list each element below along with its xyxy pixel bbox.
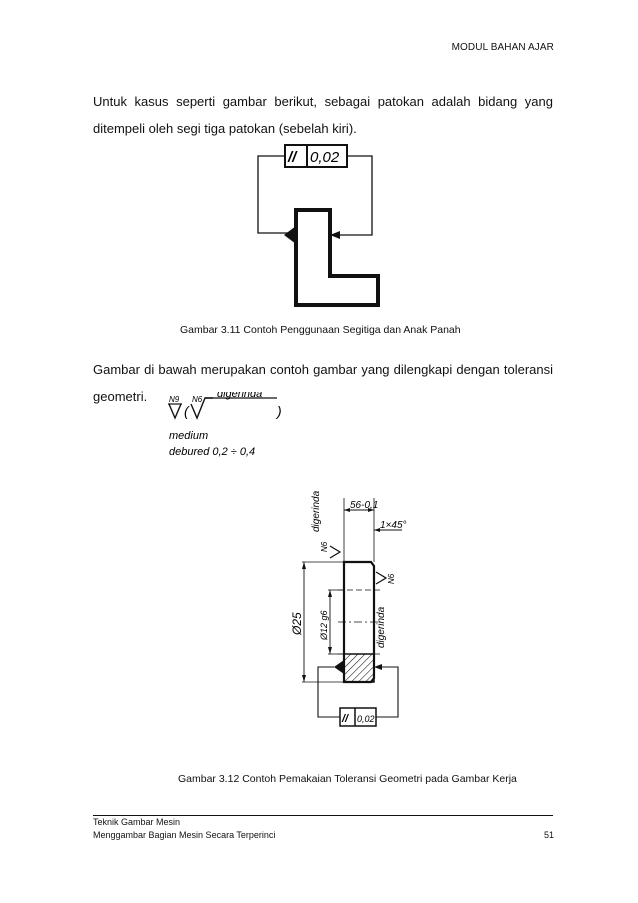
figure-3-12-drawing: digerinda N6 56-0,1 1×45° Ø25 Ø12 g6 dig… <box>290 490 407 727</box>
outer-dia-text: Ø25 <box>290 612 304 636</box>
left-roughness-label: N9 <box>169 395 180 404</box>
right-leader <box>376 666 399 718</box>
surface-note-medium: medium <box>169 430 208 442</box>
surface-note-word: digerinda <box>217 392 262 400</box>
arrow-head <box>330 231 340 239</box>
left-word-label: digerinda <box>311 490 322 532</box>
tolerance-frame-symbol: // <box>341 713 350 725</box>
figure-3-11-caption: Gambar 3.11 Contoh Penggunaan Segitiga d… <box>180 324 461 336</box>
footer-line-2: Menggambar Bagian Mesin Secara Terperinc… <box>93 830 276 840</box>
footer-line-1: Teknik Gambar Mesin <box>93 817 181 827</box>
surface-finish-note: N9 ( N6 digerinda ) medium debured 0,2 ÷… <box>168 392 282 458</box>
surface-note-debured: debured 0,2 ÷ 0,4 <box>169 446 255 458</box>
tolerance-frame-symbol: // <box>287 149 298 166</box>
right-leader <box>332 155 373 236</box>
chamfer-text: 1×45° <box>380 520 407 531</box>
left-roughness-label: N6 <box>320 541 329 552</box>
bore-dia-text: Ø12 g6 <box>319 610 329 641</box>
figure-3-12-caption: Gambar 3.12 Contoh Pemakaian Toleransi G… <box>178 773 517 785</box>
paren-roughness-label: N6 <box>192 395 203 404</box>
hatched-section <box>343 653 375 683</box>
paragraph-1: Untuk kasus seperti gambar berikut, seba… <box>93 94 553 136</box>
left-roughness-symbol <box>329 545 342 559</box>
left-leader <box>257 155 292 234</box>
right-word-label: digerinda <box>376 606 387 648</box>
figure-3-11-drawing: // 0,02 <box>257 144 380 307</box>
roughness-symbol-left <box>168 403 182 420</box>
paragraph-2: Gambar di bawah merupakan contoh gambar … <box>93 362 553 404</box>
close-paren: ) <box>275 403 282 419</box>
right-roughness-label: N6 <box>387 573 396 584</box>
right-roughness-symbol <box>375 571 388 585</box>
left-leader <box>317 666 340 718</box>
datum-triangle <box>334 660 344 674</box>
tolerance-frame <box>339 707 377 727</box>
arrow-head <box>374 664 382 670</box>
tolerance-frame-value: 0,02 <box>357 714 375 724</box>
page-number: 51 <box>543 830 554 840</box>
l-shaped-part <box>294 208 380 307</box>
width-dimension-text: 56-0,1 <box>350 500 378 511</box>
datum-triangle <box>284 226 296 244</box>
tolerance-frame-value: 0,02 <box>310 149 340 166</box>
footer-rule <box>93 815 553 816</box>
open-paren: ( <box>184 403 190 419</box>
running-header: MODUL BAHAN AJAR <box>451 42 554 53</box>
